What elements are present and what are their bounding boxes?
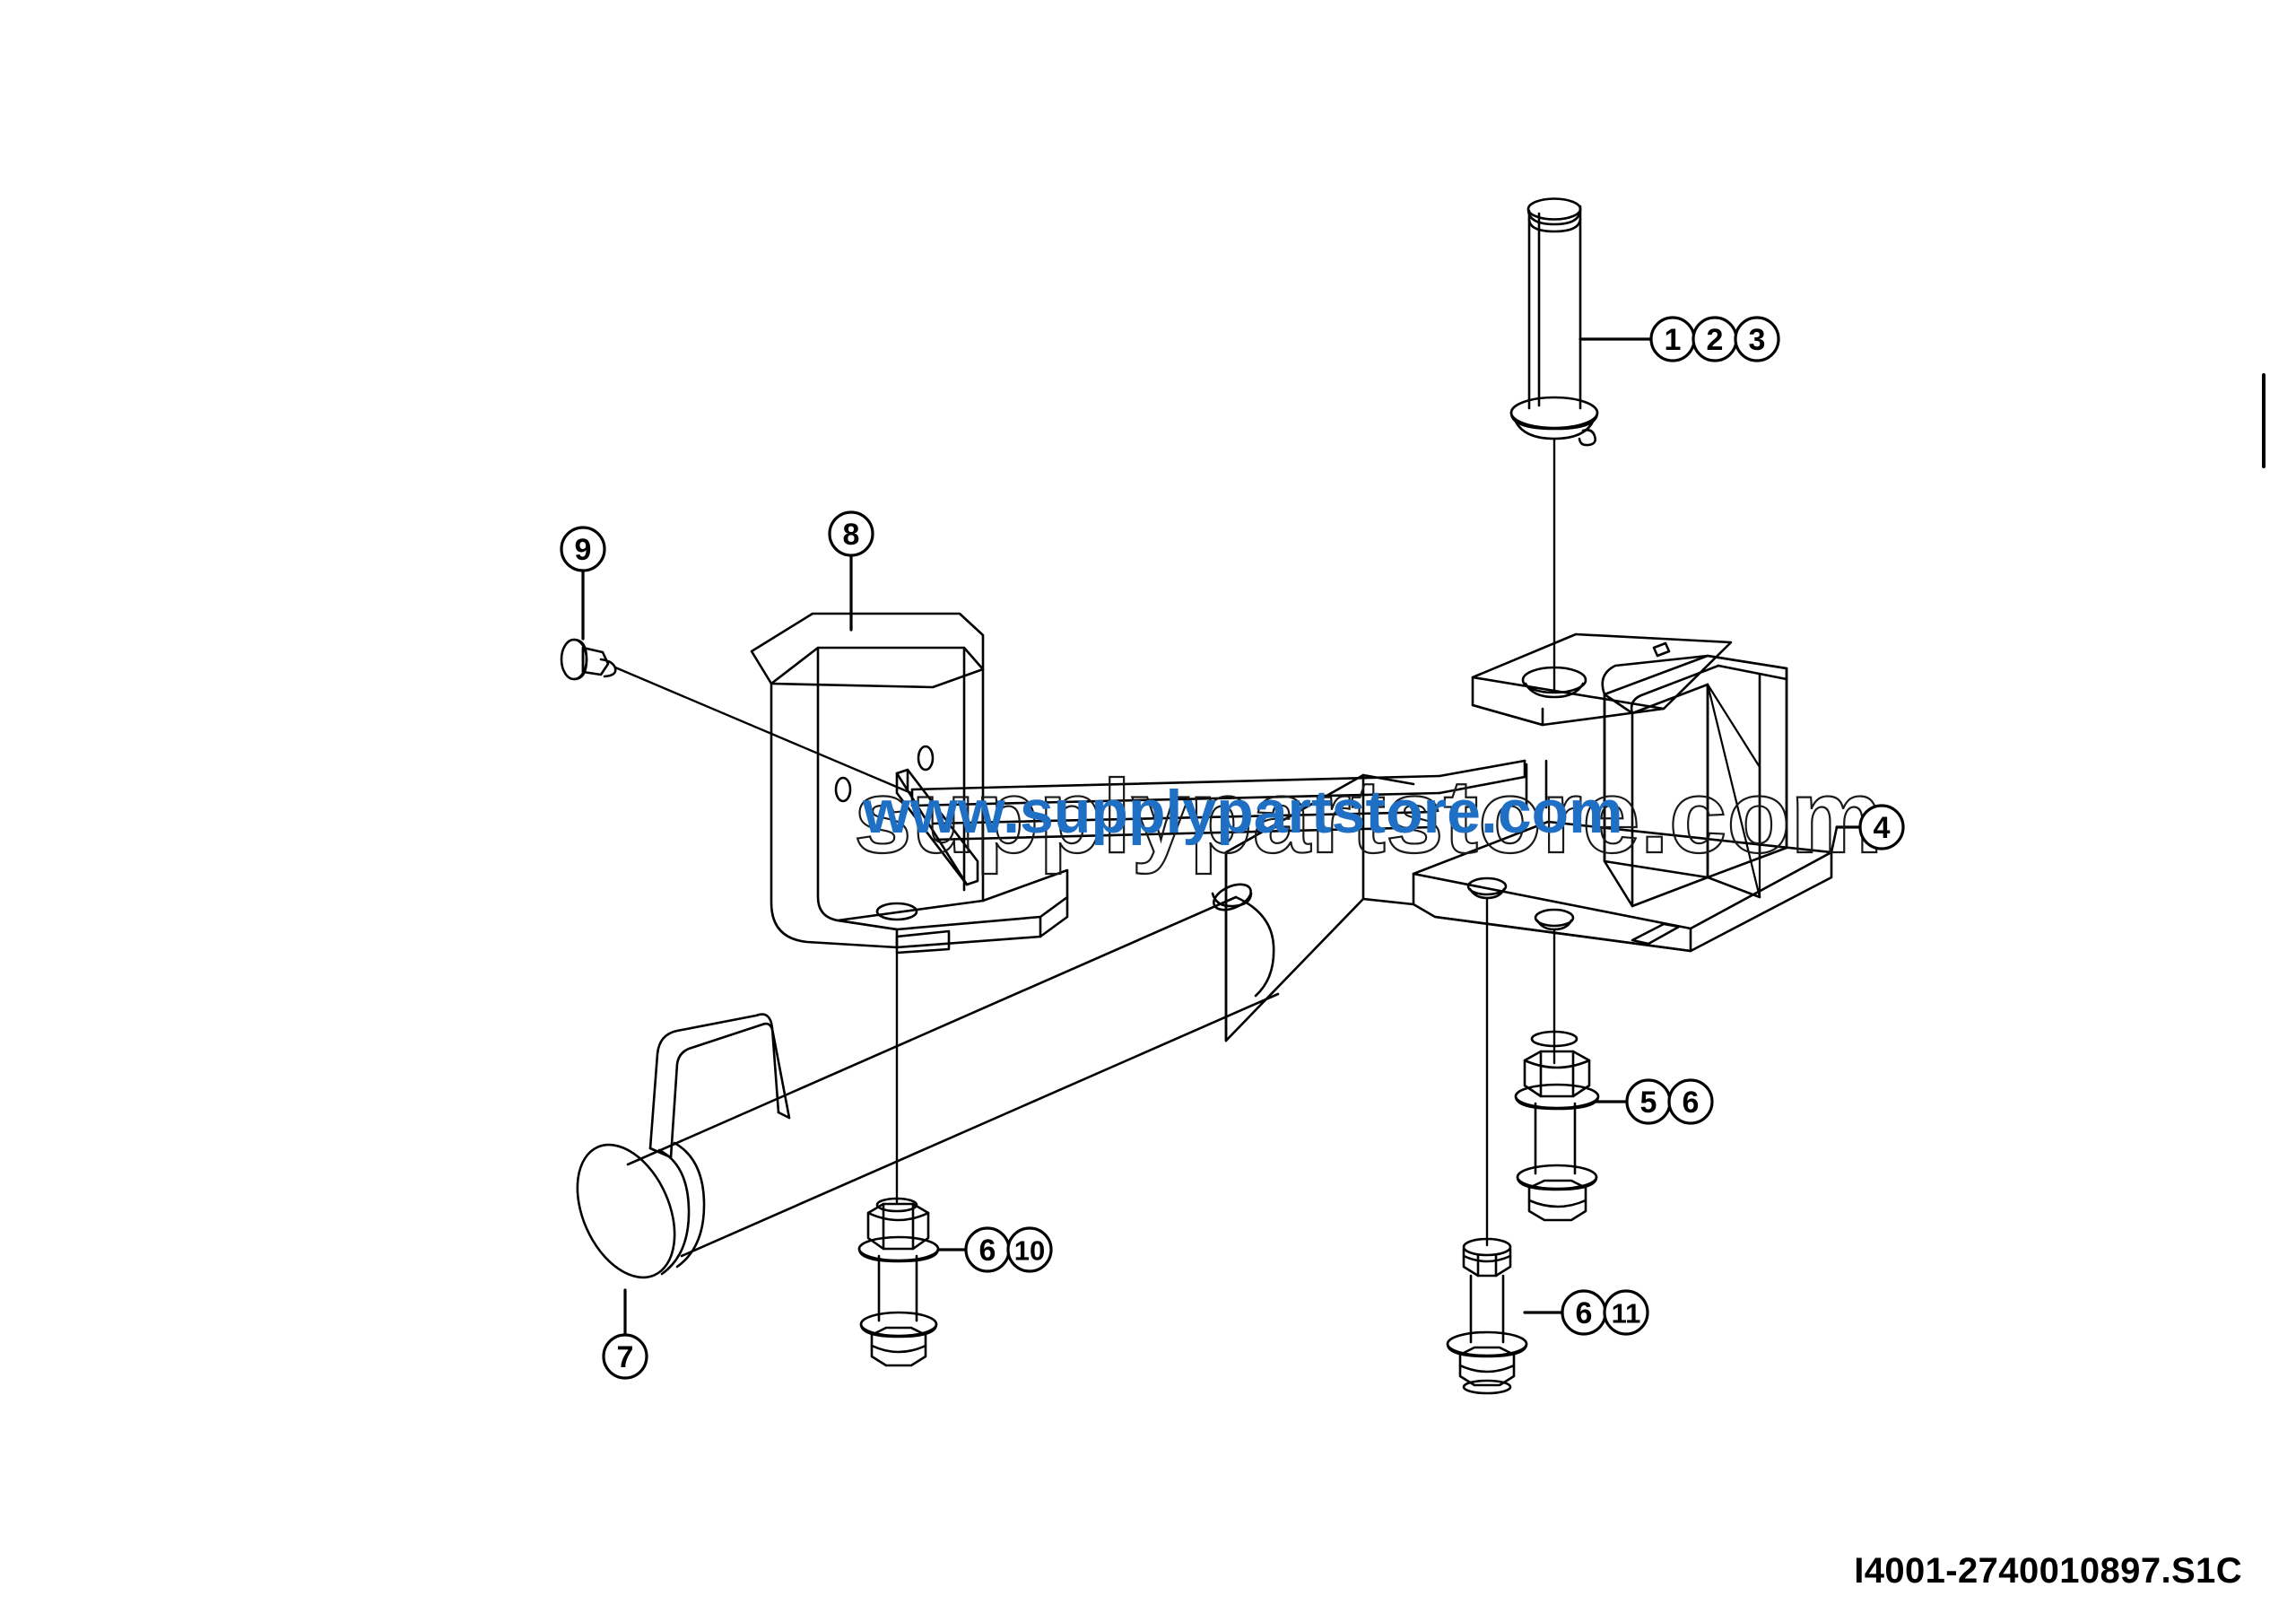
callout-8[interactable]: 8 [828,510,874,557]
part-mount-bracket [910,632,1861,1247]
part-bolt-left [857,1197,968,1367]
callout-label: 6 [1576,1296,1593,1330]
callout-6-lower[interactable]: 6 [1561,1289,1607,1336]
callout-2[interactable]: 2 [1692,316,1738,362]
part-support-bracket [750,554,1069,1204]
callout-label: 5 [1640,1086,1657,1120]
part-panel [1224,773,1415,1042]
watermark-blue: www.supplypartstore.com [862,778,1623,846]
callout-label: 2 [1707,323,1724,357]
callout-group: 1 2 3 4 5 6 6 [560,316,1905,1380]
callout-7[interactable]: 7 [602,1333,648,1380]
part-bolt-upper [1514,1030,1629,1222]
watermark-group: supplypartstore.com www.supplypartstore.… [853,757,1884,876]
callout-label: 4 [1874,811,1891,845]
callout-label: 7 [617,1340,634,1374]
drawing-code: I4001-2740010897.S1C [1854,1551,2242,1591]
callout-label: 10 [1014,1235,1045,1267]
part-bolt-lower [1446,1237,1564,1395]
callout-6-upper[interactable]: 6 [1667,1078,1714,1125]
callout-label: 3 [1749,323,1766,357]
watermark-outline: supplypartstore.com [854,758,1883,875]
callout-11[interactable]: 11 [1603,1289,1649,1336]
callout-9[interactable]: 9 [560,526,606,572]
callout-10[interactable]: 10 [1006,1226,1053,1273]
callout-label: 6 [1683,1086,1700,1120]
part-pin [1509,197,1653,693]
callout-label: 1 [1665,323,1682,357]
callout-1[interactable]: 1 [1649,316,1696,362]
leader-screw-to-bracket [613,666,913,795]
callout-label: 11 [1612,1298,1641,1330]
callout-3[interactable]: 3 [1734,316,1780,362]
callout-5[interactable]: 5 [1625,1078,1672,1125]
callout-label: 9 [575,533,592,567]
part-cylinder [576,883,1280,1338]
part-screw [560,569,913,795]
callout-label: 6 [979,1234,996,1268]
callout-4[interactable]: 4 [1858,804,1905,850]
callout-label: 8 [843,518,860,552]
callout-6-left[interactable]: 6 [964,1226,1011,1273]
